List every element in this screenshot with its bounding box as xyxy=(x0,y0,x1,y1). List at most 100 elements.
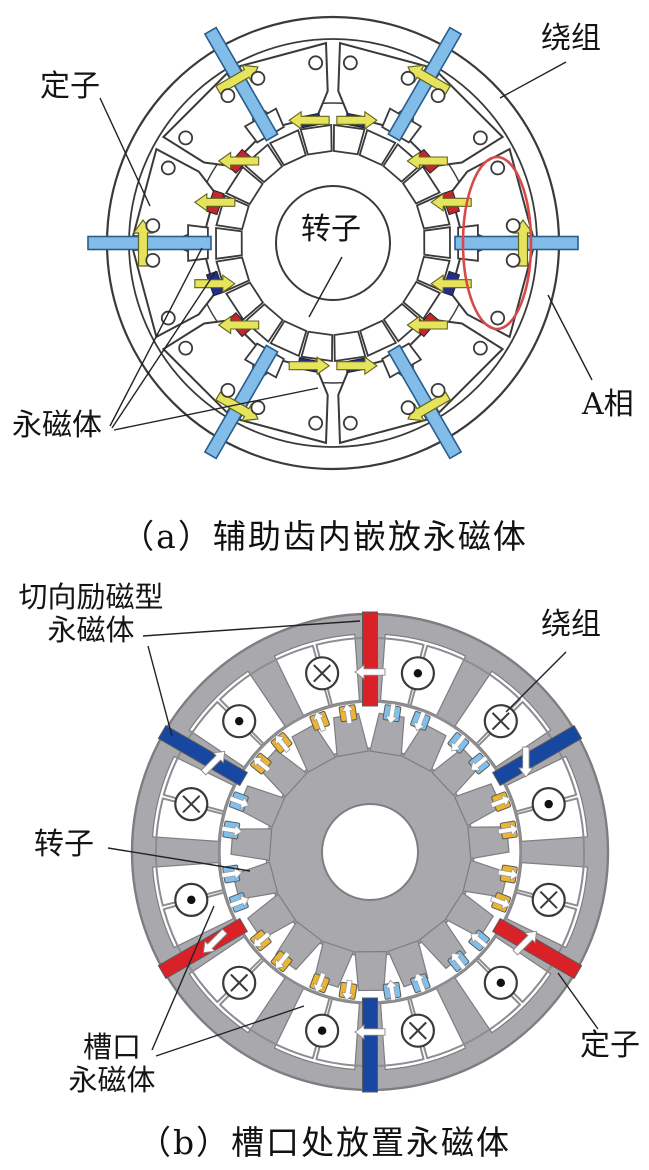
caption-panel-b: （b）槽口处放置永磁体 xyxy=(137,1123,512,1162)
rotor-tooth xyxy=(269,319,308,358)
magnetization-arrow xyxy=(217,315,260,335)
winding-hole xyxy=(250,400,266,416)
rotor-tooth xyxy=(332,123,366,156)
winding-cross-icon xyxy=(408,1021,427,1040)
label-stator-b: 定子 xyxy=(580,1028,640,1063)
rotor-tooth xyxy=(225,281,265,321)
magnetization-arrow xyxy=(275,950,291,970)
tip-arrow-group xyxy=(497,823,519,837)
outer-magnet-group xyxy=(492,724,583,787)
magnetization-arrow xyxy=(312,971,327,993)
magnetization-arrow xyxy=(384,703,399,725)
winding-hole xyxy=(308,55,324,71)
leader-line xyxy=(547,294,593,381)
magnetization-arrow xyxy=(354,1024,386,1040)
winding-cross-icon xyxy=(182,795,201,814)
leader-line xyxy=(111,270,217,429)
tip-arrow-group xyxy=(252,931,272,947)
magnetization-arrow xyxy=(202,928,228,954)
rotor-tooth xyxy=(243,143,284,184)
winding-hole xyxy=(145,252,161,268)
tip-magnet-group xyxy=(410,972,431,994)
rotor-tooth xyxy=(333,712,370,758)
label-winding-a: 绕组 xyxy=(541,21,601,56)
winding-hole xyxy=(178,130,194,146)
label-magnet-a: 永磁体 xyxy=(12,408,102,443)
winding-dot-icon xyxy=(187,895,196,905)
tip-magnet-group xyxy=(382,979,402,1001)
label-tangential-pm-line2: 永磁体 xyxy=(47,613,135,648)
small-arrow-group xyxy=(336,110,378,130)
tip-magnet-group xyxy=(250,929,272,952)
rotor-tooth xyxy=(354,950,388,992)
magnetization-arrow xyxy=(288,110,330,130)
tip-magnet-group xyxy=(228,892,250,913)
motor-diagram-a xyxy=(87,15,593,471)
tip-magnet-group xyxy=(468,752,490,775)
tip-magnet-group xyxy=(338,703,358,725)
magnetization-arrow xyxy=(451,952,467,971)
label-rotor-a: 转子 xyxy=(301,212,361,247)
tip-magnet-group xyxy=(382,703,402,725)
magnetization-arrow xyxy=(252,931,272,947)
pm-bar xyxy=(454,235,579,251)
outer-magnet-red xyxy=(492,917,583,980)
winding-hole xyxy=(505,252,521,268)
tip-arrow-group xyxy=(489,794,511,809)
winding-hole xyxy=(430,382,446,398)
magnetization-arrow xyxy=(275,734,291,754)
pm-bar-group xyxy=(203,26,279,142)
tip-magnet-group xyxy=(228,791,250,812)
tip-arrow-group xyxy=(384,979,399,1001)
tip-magnet-group xyxy=(489,791,512,812)
tip-magnet-group xyxy=(489,892,512,913)
small-arrow-group xyxy=(430,192,472,212)
leader-line xyxy=(113,387,319,431)
winding-hole xyxy=(220,382,236,398)
winding-dot-icon xyxy=(317,1026,327,1035)
magnetization-arrow xyxy=(406,151,448,171)
outer-magnet-red xyxy=(362,611,378,707)
magnetization-arrow xyxy=(430,192,472,212)
small-arrow-group xyxy=(406,315,448,335)
pm-bar xyxy=(387,344,463,460)
tip-arrow-group xyxy=(470,755,489,771)
winding-hole xyxy=(472,130,488,146)
leader-line xyxy=(109,247,203,427)
outer-magnet-group xyxy=(492,917,583,980)
tip-magnet-group xyxy=(309,971,330,994)
rotor-tooth xyxy=(358,128,397,167)
label-rotor-b: 转子 xyxy=(34,827,94,862)
tip-magnet-group xyxy=(309,710,330,733)
rotor-tooth xyxy=(369,712,405,757)
motor-diagram-b xyxy=(107,611,610,1093)
rotor-tooth xyxy=(300,330,334,363)
label-phase-a: A相 xyxy=(582,387,634,422)
pm-bar-group xyxy=(387,26,463,142)
leader-line xyxy=(151,905,215,1051)
tip-arrow-group xyxy=(497,867,519,881)
magnetization-arrow xyxy=(384,979,399,1001)
tip-magnet-group xyxy=(468,929,490,952)
tip-magnet-group xyxy=(338,979,358,1001)
outer-arrow-group xyxy=(512,930,538,956)
tip-arrow-group xyxy=(470,933,489,949)
winding-hole xyxy=(220,88,236,104)
tip-arrow-group xyxy=(228,795,250,809)
winding-cross-icon xyxy=(491,712,510,731)
magnetization-arrow xyxy=(228,795,250,809)
tip-magnet-group xyxy=(250,752,272,775)
magnetization-arrow xyxy=(497,823,519,837)
winding-dot-icon xyxy=(413,669,423,678)
leader-line xyxy=(99,97,151,207)
tip-arrow-group xyxy=(413,710,427,732)
outer-magnet-group xyxy=(157,724,248,787)
tip-arrow-group xyxy=(275,734,291,754)
tip-arrow-group xyxy=(312,971,327,993)
bar-arrow-group xyxy=(215,391,259,422)
tip-magnet-group xyxy=(221,864,243,884)
rotor-tooth xyxy=(401,165,441,205)
magnetization-arrow xyxy=(497,867,519,881)
tip-arrow-group xyxy=(384,703,399,725)
